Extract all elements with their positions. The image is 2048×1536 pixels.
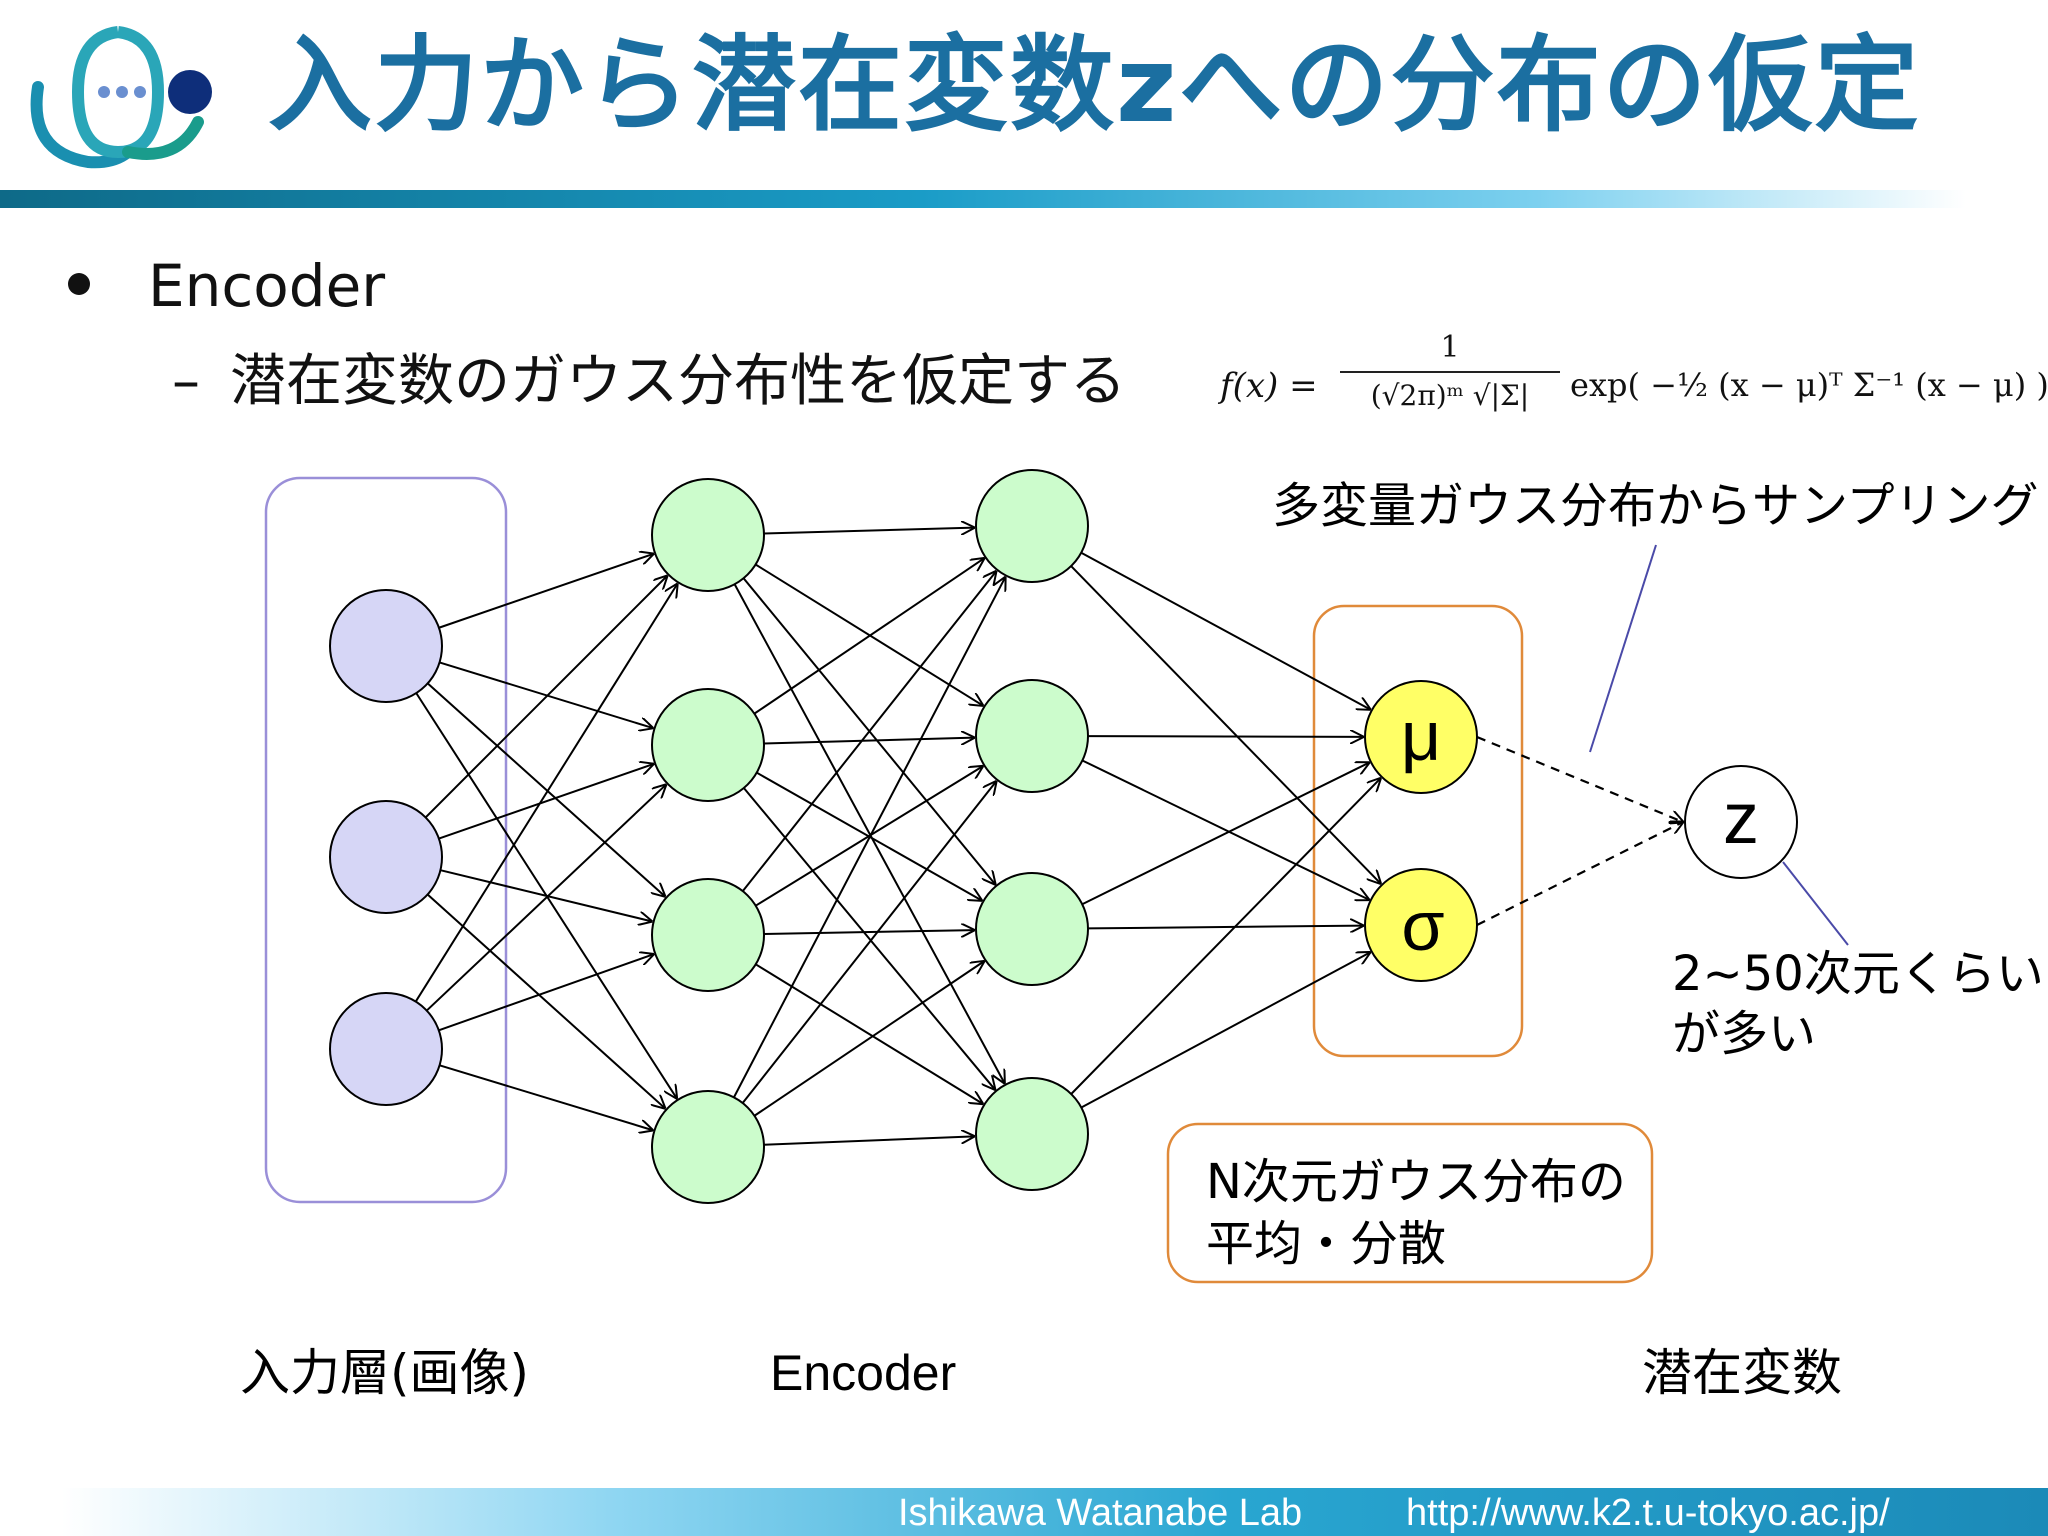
edge-l1-2-3	[755, 963, 983, 1103]
edge-l2-2-0	[1081, 763, 1369, 906]
edge-l0-0-0	[438, 554, 653, 629]
latent-pointer-line	[1782, 861, 1849, 946]
edge-l1-1-1	[763, 738, 974, 744]
sigma-symbol: σ	[1401, 887, 1444, 965]
formula-lhs: f(x) =	[1220, 366, 1318, 406]
hidden1-node-3	[651, 878, 765, 992]
edge-l1-0-3	[733, 583, 1005, 1083]
edge-l0-2-2	[438, 954, 654, 1032]
edge-l0-2-1	[426, 785, 666, 1012]
gaussian-pdf-formula: f(x) = 1 (√2π)ᵐ √|Σ| exp( −½ (x − μ)ᵀ Σ⁻…	[1220, 330, 2048, 448]
edge-l0-2-3	[439, 1064, 653, 1130]
hidden1-node-1	[651, 478, 765, 592]
gaussian-label-box	[1166, 1122, 1654, 1284]
edge-l2-0-0	[1080, 551, 1370, 710]
edge-l2-3-0	[1070, 778, 1380, 1095]
edge-l0-0-1	[439, 661, 653, 727]
edge-l1-0-0	[763, 528, 974, 534]
footer-bar	[0, 1488, 2048, 1536]
sub-bullet-gaussian: –潜在変数のガウス分布性を仮定する	[172, 336, 1126, 417]
hidden2-node-2	[975, 679, 1089, 793]
footer-lab-name: Ishikawa Watanabe Lab	[898, 1492, 1303, 1534]
input-node-3	[329, 992, 443, 1106]
mu-to-z-edge	[1476, 735, 1683, 822]
fraction-bar	[1340, 371, 1560, 373]
input-layer-box	[264, 476, 508, 1204]
hidden2-node-3	[975, 872, 1089, 986]
edge-l1-1-0	[753, 558, 984, 715]
latent-z-node	[1684, 765, 1798, 879]
latent-variable-label: 潜在変数	[1642, 1344, 1842, 1402]
edge-l2-1-1	[1081, 759, 1368, 899]
formula-exponent: exp( −½ (x − μ)ᵀ Σ⁻¹ (x − μ) )	[1570, 366, 2048, 404]
sigma-to-z-edge	[1476, 822, 1683, 926]
sampling-pointer-line	[1589, 544, 1657, 753]
edge-l0-1-3	[426, 893, 665, 1108]
slide-header: 入力から潜在変数zへの分布の仮定	[0, 0, 2048, 210]
param-layer-box	[1312, 604, 1524, 1058]
lab-logo-icon	[30, 26, 212, 169]
param-node-1	[1364, 680, 1478, 794]
title-underline-bar	[0, 190, 2048, 208]
sub-bullet-text: 潜在変数のガウス分布性を仮定する	[230, 349, 1126, 414]
latent-note-line2: が多い	[1672, 1006, 1816, 1062]
edge-l1-3-2	[753, 961, 983, 1117]
param-node-2	[1364, 868, 1478, 982]
mu-symbol: μ	[1401, 697, 1441, 775]
hidden1-node-4	[651, 1090, 765, 1204]
input-node-1	[329, 589, 443, 703]
edge-l1-3-3	[763, 1136, 974, 1146]
sampling-edges	[1476, 735, 1683, 926]
input-node-2	[329, 800, 443, 914]
edge-l2-1-0	[1087, 736, 1363, 737]
bullet-encoder: Encoder	[68, 252, 385, 320]
formula-denominator: (√2π)ᵐ √|Σ|	[1370, 379, 1530, 412]
bullet-encoder-text: Encoder	[148, 252, 386, 320]
page-title: 入力から潜在変数zへの分布の仮定	[268, 24, 1921, 146]
edge-l2-2-1	[1087, 926, 1363, 929]
edge-l0-0-2	[427, 682, 665, 896]
edge-l0-1-2	[440, 869, 651, 921]
dash-icon: –	[172, 349, 200, 414]
hidden2-node-4	[975, 1077, 1089, 1191]
gaussian-label-line2: 平均・分散	[1206, 1216, 1446, 1272]
latent-z-symbol: z	[1723, 779, 1759, 859]
input-layer-label: 入力層(画像)	[240, 1344, 529, 1402]
formula-numerator: 1	[1440, 330, 1460, 365]
edge-l1-2-0	[741, 571, 996, 892]
edge-l1-2-2	[763, 930, 974, 934]
hidden2-node-1	[975, 469, 1089, 583]
hidden1-node-2	[651, 688, 765, 802]
bullet-dot-icon	[68, 272, 90, 295]
edge-l2-0-1	[1070, 565, 1380, 883]
edge-l0-2-0	[414, 584, 677, 1003]
encoder-label: Encoder	[770, 1345, 956, 1401]
latent-note-line1: 2~50次元くらい	[1672, 946, 2044, 1002]
network-nodes	[329, 469, 1798, 1204]
formula-fraction: 1 (√2π)ᵐ √|Σ|	[1340, 330, 1560, 412]
edge-l1-3-0	[733, 577, 1005, 1098]
edge-l1-3-1	[741, 782, 996, 1104]
sampling-annotation: 多変量ガウス分布からサンプリング	[1272, 478, 2039, 534]
edge-l2-3-1	[1080, 952, 1370, 1109]
edge-l0-1-0	[424, 576, 667, 819]
edge-l0-1-1	[438, 764, 653, 840]
footer-url: http://www.k2.t.u-tokyo.ac.jp/	[1406, 1492, 1890, 1534]
gaussian-label-line1: N次元ガウス分布の	[1206, 1154, 1626, 1210]
network-edges	[414, 528, 1381, 1146]
